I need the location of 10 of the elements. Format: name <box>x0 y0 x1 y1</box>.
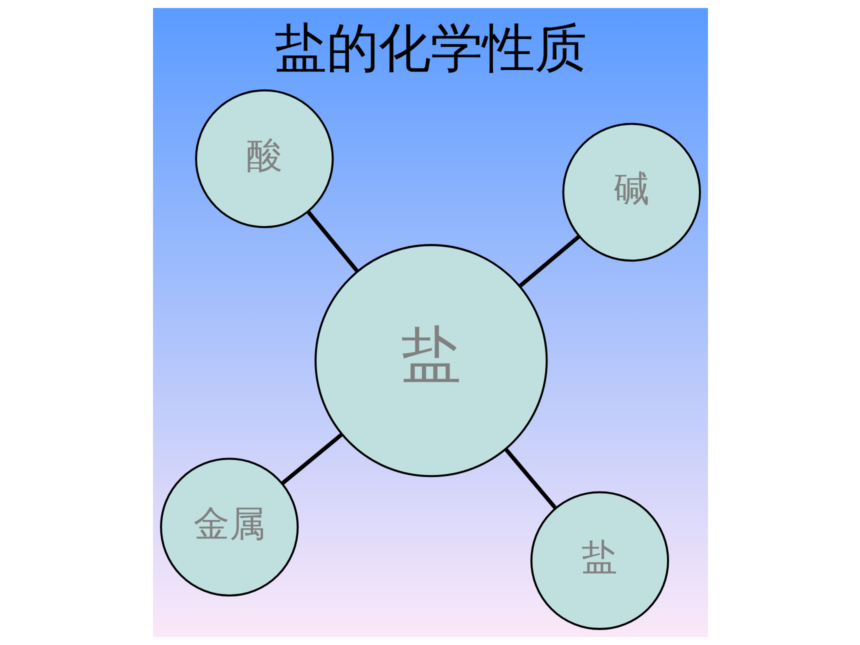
diagram-title: 盐的化学性质 <box>274 18 586 79</box>
connector <box>504 448 557 510</box>
node-circle: 盐 <box>314 244 548 478</box>
node-circle: 盐 <box>530 491 669 630</box>
node-circle: 金属 <box>160 458 298 596</box>
connector <box>518 234 580 288</box>
connector <box>306 210 359 273</box>
node-circle: 碱 <box>562 122 700 262</box>
node-circle: 酸 <box>194 89 334 228</box>
connector <box>280 433 342 485</box>
